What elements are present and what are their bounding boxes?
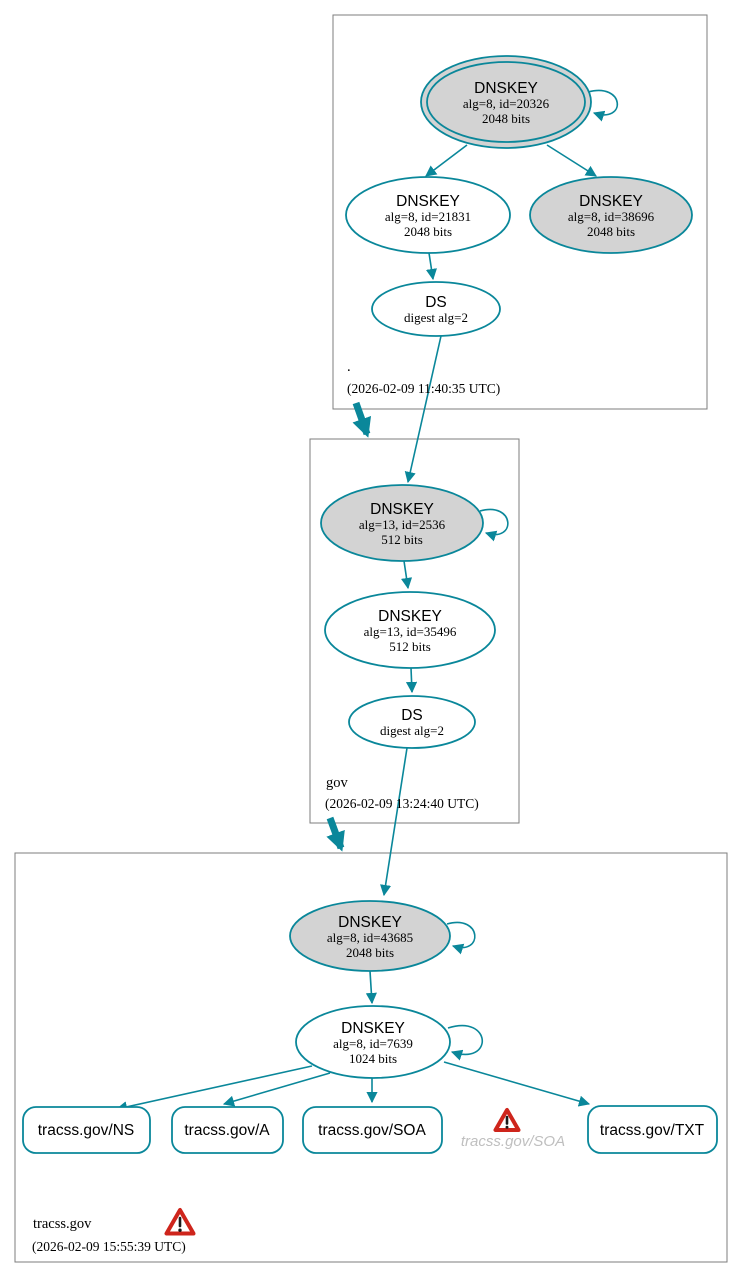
rrset-node-tracss-ns[interactable]: tracss.gov/NS [22, 1106, 151, 1154]
zone-label-root: . [347, 359, 351, 375]
edge-root-ksk-to-zsk [425, 144, 468, 177]
dnskey-title: DNSKEY [341, 1020, 405, 1037]
rrset-node-tracss-soa[interactable]: tracss.gov/SOA [302, 1106, 443, 1154]
zone-label-gov: gov [326, 775, 349, 791]
dnskey-bits: 1024 bits [349, 1051, 397, 1066]
self-sign-loop-root-ksk [587, 89, 619, 122]
edge-tracss-zsk-to-a [222, 1072, 331, 1107]
dnskey-bits: 512 bits [389, 639, 431, 654]
dnskey-bits: 2048 bits [404, 224, 452, 239]
rrset-missing-tracss-soa[interactable]: tracss.gov/SOA [461, 1108, 565, 1150]
dnskey-title: DNSKEY [338, 914, 402, 931]
zone-timestamp-root: (2026-02-09 11:40:35 UTC) [347, 381, 500, 396]
ds-title: DS [401, 707, 423, 724]
dnskey-node-root-38696[interactable]: DNSKEY alg=8, id=38696 2048 bits [529, 176, 693, 254]
dnskey-detail: alg=8, id=21831 [385, 209, 471, 224]
dnskey-detail: alg=8, id=7639 [333, 1036, 413, 1051]
delegation-arrow-gov-to-tracss [326, 816, 345, 852]
ds-node-root[interactable]: DS digest alg=2 [371, 281, 501, 337]
dnskey-bits: 2048 bits [346, 945, 394, 960]
self-sign-loop-tracss-zsk [447, 1024, 484, 1061]
dnskey-node-tracss-ksk-43685[interactable]: DNSKEY alg=8, id=43685 2048 bits [289, 900, 451, 972]
zone-timestamp-tracss-gov: (2026-02-09 15:55:39 UTC) [32, 1239, 186, 1254]
rrset-label: tracss.gov/A [184, 1122, 270, 1139]
dnskey-title: DNSKEY [370, 501, 434, 518]
rrset-label: tracss.gov/NS [38, 1122, 134, 1139]
zone-label-tracss-gov: tracss.gov [33, 1216, 92, 1232]
dnskey-detail: alg=8, id=43685 [327, 930, 413, 945]
rrset-node-tracss-txt[interactable]: tracss.gov/TXT [587, 1105, 718, 1154]
dnskey-title: DNSKEY [378, 608, 442, 625]
dnskey-detail: alg=13, id=2536 [359, 517, 446, 532]
ds-title: DS [425, 294, 447, 311]
rrset-label: tracss.gov/TXT [600, 1122, 705, 1139]
edge-tracss-ksk-to-zsk [365, 970, 377, 1005]
edge-tracss-zsk-to-ns [115, 1065, 313, 1113]
edge-root-ds-to-gov-ksk [404, 335, 442, 484]
edge-gov-zsk-to-ds [405, 667, 418, 694]
dnskey-node-root-ksk-20326[interactable]: DNSKEY alg=8, id=20326 2048 bits [420, 55, 592, 149]
edge-gov-ksk-to-zsk [400, 560, 413, 590]
ds-detail: digest alg=2 [380, 723, 444, 738]
dnskey-detail: alg=8, id=38696 [568, 209, 655, 224]
dnskey-bits: 512 bits [381, 532, 423, 547]
dnskey-node-gov-zsk-35496[interactable]: DNSKEY alg=13, id=35496 512 bits [324, 591, 496, 669]
delegation-arrow-root-to-gov [352, 401, 371, 438]
warning-icon [493, 1108, 521, 1132]
ds-detail: digest alg=2 [404, 310, 468, 325]
dnskey-title: DNSKEY [474, 80, 538, 97]
edge-gov-ds-to-tracss-ksk [380, 747, 408, 897]
self-sign-loop-gov-ksk [479, 508, 509, 542]
ds-node-gov[interactable]: DS digest alg=2 [348, 695, 476, 749]
rrset-label: tracss.gov/SOA [318, 1122, 426, 1139]
rrset-missing-label: tracss.gov/SOA [461, 1133, 565, 1150]
dnskey-title: DNSKEY [396, 193, 460, 210]
dnskey-title: DNSKEY [579, 193, 643, 210]
dnskey-detail: alg=13, id=35496 [364, 624, 457, 639]
zone-timestamp-gov: (2026-02-09 13:24:40 UTC) [325, 796, 479, 811]
zone-warning-icon-tracss-gov[interactable] [164, 1208, 196, 1236]
edge-tracss-zsk-to-txt [443, 1061, 591, 1107]
rrset-node-tracss-a[interactable]: tracss.gov/A [171, 1106, 284, 1154]
edge-root-zsk-to-ds [425, 252, 438, 281]
dnskey-bits: 2048 bits [587, 224, 635, 239]
dnskey-node-tracss-zsk-7639[interactable]: DNSKEY alg=8, id=7639 1024 bits [295, 1005, 451, 1079]
dnskey-node-gov-ksk-2536[interactable]: DNSKEY alg=13, id=2536 512 bits [320, 484, 484, 562]
dnskey-node-root-zsk-21831[interactable]: DNSKEY alg=8, id=21831 2048 bits [345, 176, 511, 254]
dnskey-bits: 2048 bits [482, 111, 530, 126]
self-sign-loop-tracss-ksk [446, 921, 476, 955]
dnskey-detail: alg=8, id=20326 [463, 96, 550, 111]
edge-root-ksk-to-dnskey3 [546, 144, 597, 177]
